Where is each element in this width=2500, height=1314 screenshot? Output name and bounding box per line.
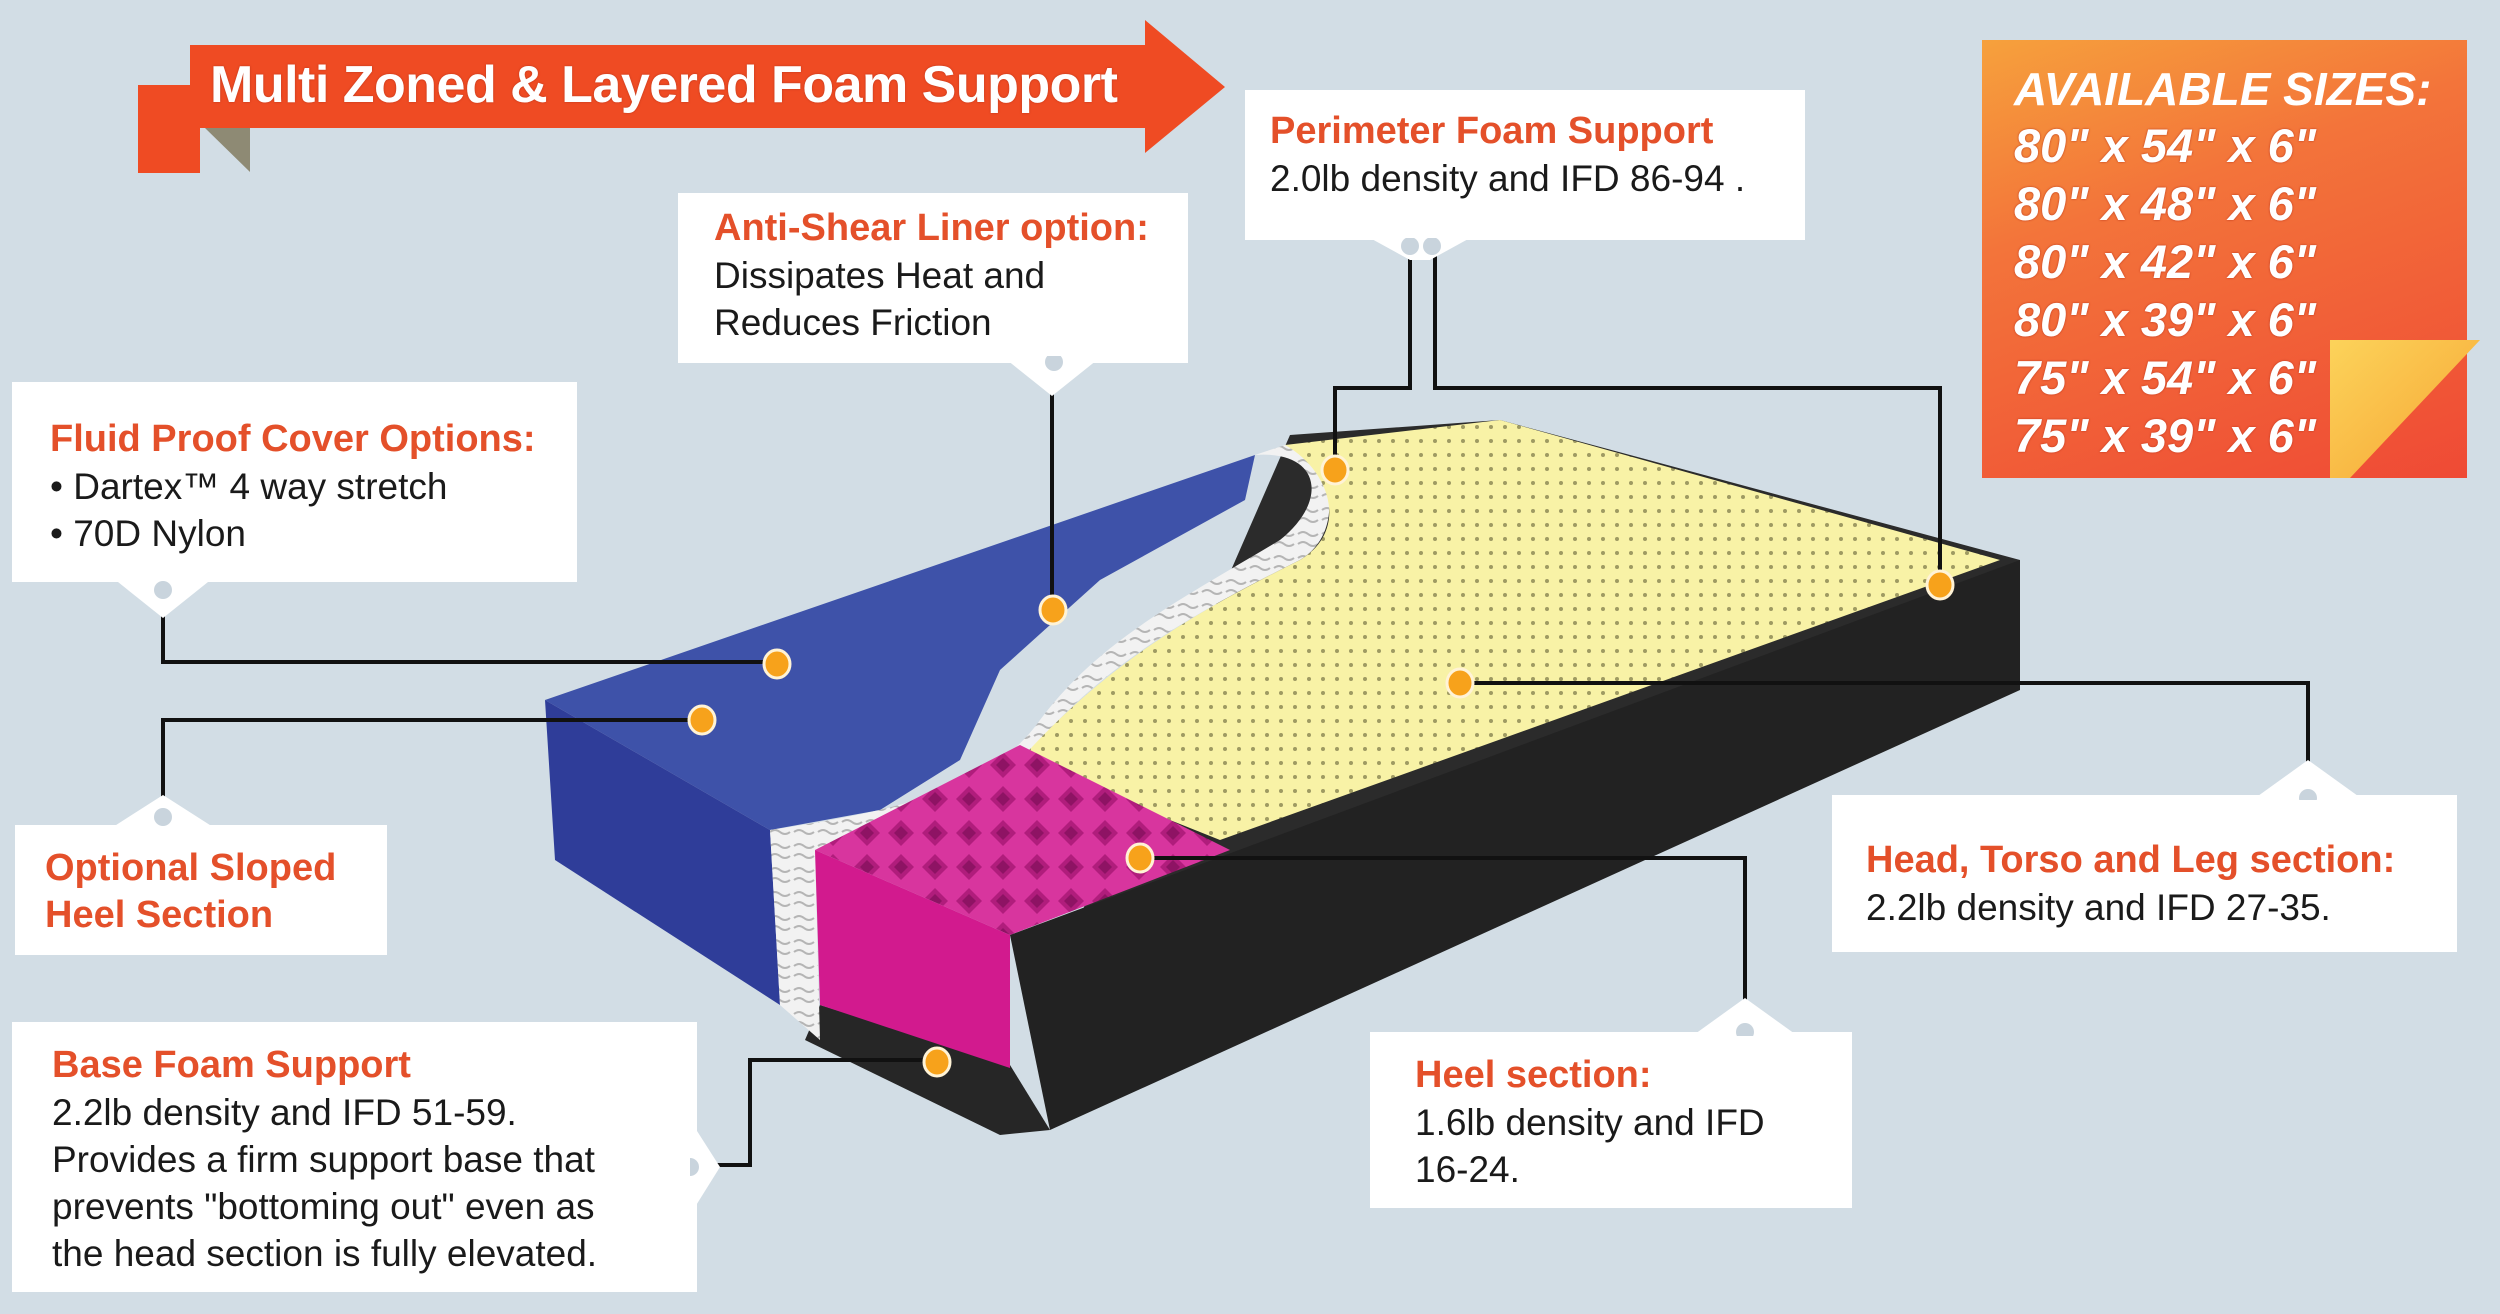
heel-front-face bbox=[815, 850, 1010, 1068]
heel-egg-crate bbox=[815, 745, 1230, 935]
marker-perimeter-left bbox=[1320, 454, 1350, 486]
marker-base-foam bbox=[922, 1046, 952, 1078]
base-foam-line: prevents "bottoming out" even as bbox=[52, 1186, 595, 1227]
leader-perimeter-right bbox=[1433, 245, 1942, 585]
perimeter-title: Perimeter Foam Support bbox=[1270, 110, 1714, 152]
base-foam-title: Base Foam Support bbox=[52, 1044, 411, 1086]
bullet-text: Dartex™ 4 way stretch bbox=[73, 466, 448, 507]
marker-heel bbox=[1125, 842, 1155, 874]
callout-anti-shear: Anti-Shear Liner option: Dissipates Heat… bbox=[678, 193, 1188, 363]
base-foam-line: the head section is fully elevated. bbox=[52, 1233, 598, 1274]
head-torso-leg-title: Head, Torso and Leg section: bbox=[1866, 839, 2396, 881]
page-curl bbox=[2330, 340, 2480, 478]
size-item: 80" x 39" x 6" bbox=[2014, 293, 2317, 346]
banner-body bbox=[190, 20, 1225, 153]
cover-top bbox=[545, 455, 1255, 830]
marker-fluid-proof bbox=[762, 648, 792, 680]
anti-shear-line: Reduces Friction bbox=[714, 302, 992, 343]
cover-side bbox=[545, 700, 780, 1005]
available-sizes-panel: AVAILABLE SIZES: 80" x 54" x 6" 80" x 48… bbox=[1982, 40, 2467, 478]
callout-perimeter: Perimeter Foam Support 2.0lb density and… bbox=[1245, 90, 1805, 240]
leader-heel bbox=[1140, 856, 1747, 1030]
callout-sloped-heel: Optional Sloped Heel Section bbox=[15, 825, 387, 955]
callout-heel: Heel section: 1.6lb density and IFD 16-2… bbox=[1370, 1032, 1852, 1208]
fluid-proof-title: Fluid Proof Cover Options: bbox=[50, 418, 536, 460]
callout-head-torso-leg: Head, Torso and Leg section: 2.2lb densi… bbox=[1832, 795, 2457, 952]
sizes-heading: AVAILABLE SIZES: bbox=[2014, 63, 2432, 115]
size-item: 75" x 54" x 6" bbox=[2014, 351, 2317, 404]
marker-perimeter-right bbox=[1925, 569, 1955, 601]
base-foam-line: Provides a firm support base that bbox=[52, 1139, 595, 1180]
leader-head-torso bbox=[1460, 681, 2310, 795]
leader-sloped-heel bbox=[161, 718, 700, 812]
top-foam bbox=[1020, 420, 2000, 840]
size-item: 80" x 42" x 6" bbox=[2014, 235, 2317, 288]
callout-base-foam: Base Foam Support 2.2lb density and IFD … bbox=[12, 1022, 697, 1292]
heel-notch bbox=[1695, 998, 1795, 1036]
banner-title: Multi Zoned & Layered Foam Support bbox=[210, 56, 1118, 114]
size-item: 75" x 39" x 6" bbox=[2014, 409, 2317, 462]
head-torso-leg-body: 2.2lb density and IFD 27-35. bbox=[1866, 887, 2331, 928]
callout-fluid-proof: Fluid Proof Cover Options: • Dartex™ 4 w… bbox=[12, 382, 577, 582]
sloped-heel-line: Optional Sloped bbox=[45, 847, 337, 889]
bullet-text: 70D Nylon bbox=[73, 513, 246, 554]
banner-arrow bbox=[138, 20, 1225, 173]
base-foam-line: 2.2lb density and IFD 51-59. bbox=[52, 1092, 517, 1133]
size-item: 80" x 54" x 6" bbox=[2014, 119, 2317, 172]
perimeter-body: 2.0lb density and IFD 86-94 . bbox=[1270, 158, 1746, 199]
perimeter-notch bbox=[1370, 238, 1470, 260]
head-torso-leg-notch bbox=[2258, 760, 2358, 800]
anti-shear-line: Dissipates Heat and bbox=[714, 255, 1046, 296]
marker-anti-shear bbox=[1038, 594, 1068, 626]
sloped-heel-notch bbox=[113, 795, 213, 827]
heel-title: Heel section: bbox=[1415, 1054, 1652, 1096]
perimeter-front-face bbox=[1010, 560, 2020, 1130]
fluid-proof-notch bbox=[113, 578, 213, 618]
heel-line: 16-24. bbox=[1415, 1149, 1520, 1190]
base-foam-notch bbox=[690, 1120, 720, 1215]
heel-line: 1.6lb density and IFD bbox=[1415, 1102, 1765, 1143]
sloped-heel-line: Heel Section bbox=[45, 894, 274, 936]
leader-fluid-proof bbox=[161, 590, 775, 664]
anti-shear-notch bbox=[1002, 356, 1102, 396]
fluid-proof-bullet: • 70D Nylon bbox=[50, 513, 246, 554]
leader-base-foam bbox=[690, 1058, 935, 1167]
marker-sloped-heel bbox=[687, 704, 717, 736]
banner-fold-shadow bbox=[205, 128, 250, 172]
anti-shear-title: Anti-Shear Liner option: bbox=[714, 207, 1149, 249]
size-item: 80" x 48" x 6" bbox=[2014, 177, 2317, 230]
leader-perimeter-left bbox=[1333, 245, 1412, 470]
fluid-proof-bullet: • Dartex™ 4 way stretch bbox=[50, 466, 448, 507]
marker-head-torso bbox=[1445, 667, 1475, 699]
banner-fold bbox=[138, 85, 200, 173]
